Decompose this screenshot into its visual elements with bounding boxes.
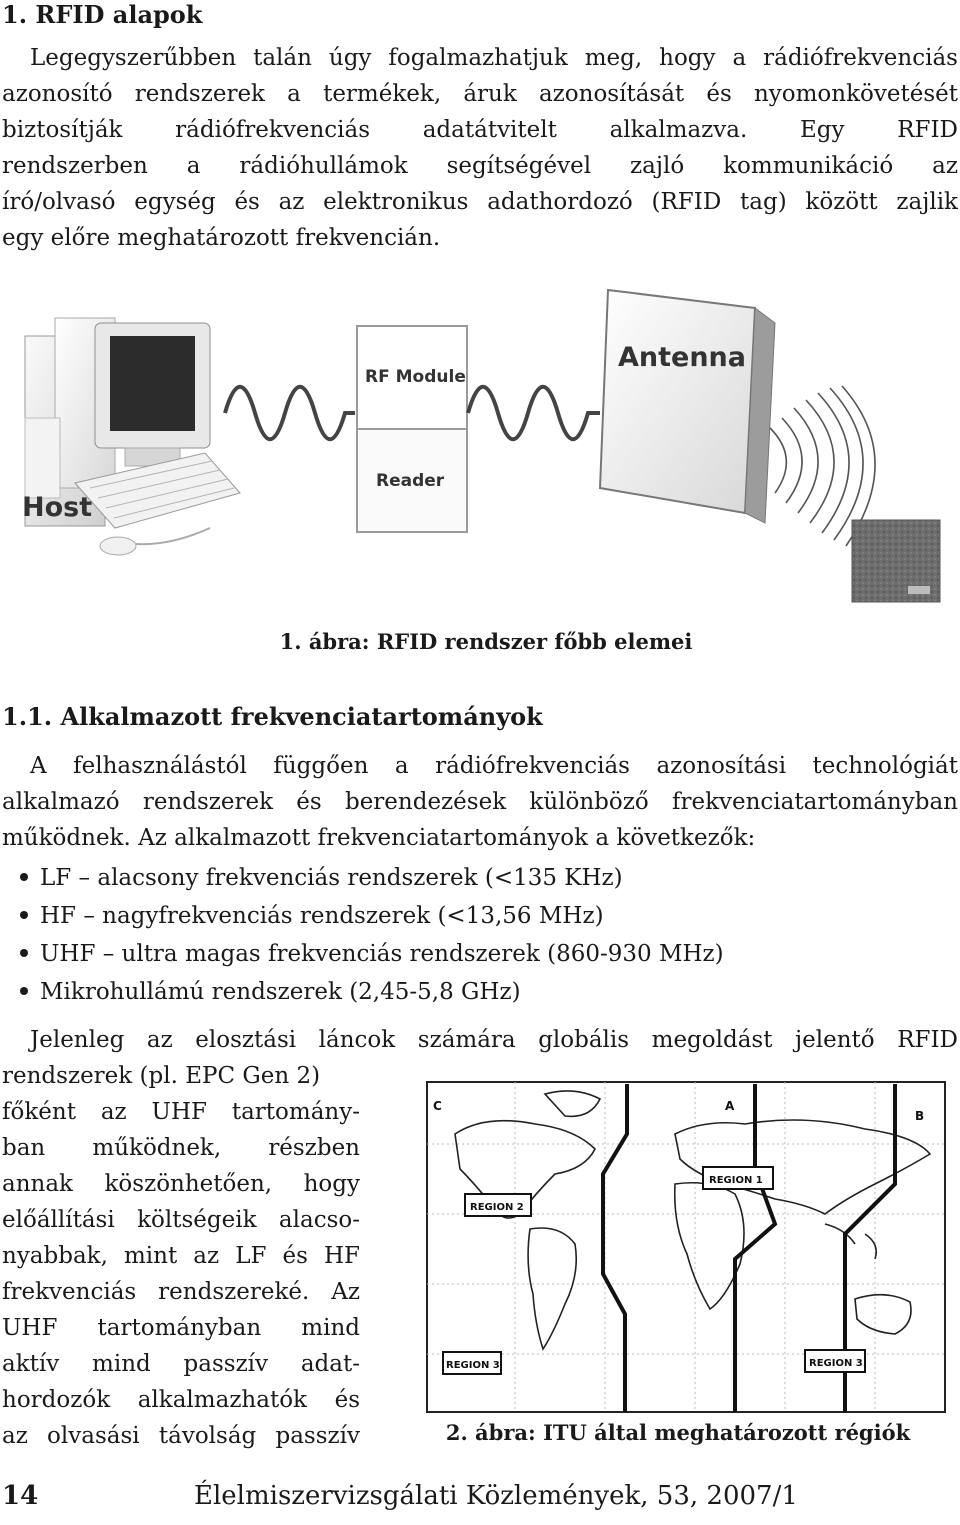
paragraph-line: frekvenciás rendszereké. Az bbox=[2, 1279, 360, 1305]
paragraph-line: annak köszönhetően, hogy bbox=[2, 1171, 360, 1197]
world-map-illustration: REGION 1 REGION 2 REGION 3 REGION 3 A B … bbox=[426, 1081, 946, 1413]
paragraph-line: nyabbak, mint az LF és HF bbox=[2, 1243, 360, 1269]
paragraph-line: az olvasási távolság passzív bbox=[2, 1423, 360, 1449]
wrapped-paragraph: rendszerek (pl. EPC Gen 2) főként az UHF… bbox=[2, 1058, 360, 1454]
zone-c-label: C bbox=[433, 1099, 442, 1113]
radio-emission-icon bbox=[769, 385, 876, 547]
page-number: 14 bbox=[2, 1481, 39, 1511]
paragraph-line: főként az UHF tartomány- bbox=[2, 1099, 360, 1125]
zone-b-label: B bbox=[915, 1109, 924, 1123]
host-computer bbox=[24, 317, 241, 556]
bullet-icon bbox=[20, 873, 28, 881]
rf-module-label: RF Module bbox=[365, 367, 466, 387]
rf-wave bbox=[223, 384, 355, 442]
rf-wave bbox=[466, 384, 600, 442]
region-2-label: REGION 2 bbox=[470, 1202, 524, 1213]
region-boundaries bbox=[601, 1084, 897, 1412]
paragraph-line: egy előre meghatározott frekvencián. bbox=[2, 225, 441, 251]
paragraph-full-line: Jelenleg az elosztási láncok számára glo… bbox=[2, 1022, 958, 1058]
frequency-paragraph: A felhasználástól függően a rádiófrekven… bbox=[2, 748, 958, 856]
region-3-label: REGION 3 bbox=[809, 1358, 863, 1369]
rfid-tag bbox=[851, 519, 941, 603]
paragraph-line: rendszerben a rádióhullámok segítségével… bbox=[2, 153, 958, 179]
list-item: Mikrohullámú rendszerek (2,45-5,8 GHz) bbox=[2, 973, 958, 1011]
section-heading: 1. RFID alapok bbox=[2, 0, 203, 29]
region-1-box bbox=[702, 1166, 774, 1190]
region-1-label: REGION 1 bbox=[709, 1175, 763, 1186]
region-3-right-box bbox=[804, 1349, 866, 1373]
paragraph-line: biztosítják rádiófrekvenciás adatátvitel… bbox=[2, 117, 958, 143]
antenna bbox=[598, 288, 776, 524]
subsection-heading: 1.1. Alkalmazott frekvenciatartományok bbox=[2, 702, 543, 731]
paragraph-line: működnek. Az alkalmazott frekvenciatarto… bbox=[2, 825, 756, 851]
paragraph-line: A felhasználástól függően a rádiófrekven… bbox=[30, 753, 958, 779]
region-3-label: REGION 3 bbox=[446, 1360, 500, 1371]
rfid-system-illustration: Host RF Module Reader Antenna bbox=[22, 288, 941, 603]
itu-regions-map: REGION 1 REGION 2 REGION 3 REGION 3 A B … bbox=[425, 1074, 947, 1416]
paragraph-line: rendszerek (pl. EPC Gen 2) bbox=[2, 1063, 321, 1089]
bullet-icon bbox=[20, 987, 28, 995]
paragraph-line: alkalmazó rendszerek és berendezések kül… bbox=[2, 789, 958, 815]
figure1-caption: 1. ábra: RFID rendszer főbb elemei bbox=[279, 629, 693, 654]
reader-label: Reader bbox=[376, 471, 445, 491]
zone-a-label: A bbox=[725, 1099, 735, 1113]
intro-paragraph: Legegyszerűbben talán úgy fogalmazhatjuk… bbox=[2, 40, 958, 256]
bullet-icon bbox=[20, 949, 28, 957]
list-item: LF – alacsony frekvenciás rendszerek (<1… bbox=[2, 859, 958, 897]
list-item: HF – nagyfrekvenciás rendszerek (<13,56 … bbox=[2, 897, 958, 935]
list-item: UHF – ultra magas frekvenciás rendszerek… bbox=[2, 935, 958, 973]
bullet-icon bbox=[20, 911, 28, 919]
rfid-system-figure: Host RF Module Reader Antenna bbox=[0, 278, 960, 618]
journal-title: Élelmiszervizsgálati Közlemények, 53, 20… bbox=[194, 1481, 798, 1511]
paragraph-line: Legegyszerűbben talán úgy fogalmazhatjuk… bbox=[30, 45, 958, 71]
region-3-left-box bbox=[442, 1351, 502, 1375]
paragraph-line: hordozók alkalmazhatók és bbox=[2, 1387, 360, 1413]
figure2-caption: 2. ábra: ITU által meghatározott régiók bbox=[445, 1420, 911, 1445]
paragraph-line: író/olvasó egység és az elektronikus ada… bbox=[2, 189, 958, 215]
paragraph-line: UHF tartományban mind bbox=[2, 1315, 360, 1341]
region-2-box bbox=[464, 1193, 532, 1217]
paragraph-line: ban működnek, részben bbox=[2, 1135, 360, 1161]
host-label: Host bbox=[22, 492, 92, 523]
rf-module-reader bbox=[356, 325, 468, 533]
paragraph-line: előállítási költségeik alacso- bbox=[2, 1207, 360, 1233]
paragraph-line: azonosító rendszerek a termékek, áruk az… bbox=[2, 81, 958, 107]
paragraph-line: Jelenleg az elosztási láncok számára glo… bbox=[30, 1027, 958, 1053]
frequency-list: LF – alacsony frekvenciás rendszerek (<1… bbox=[2, 859, 958, 1011]
antenna-label: Antenna bbox=[618, 342, 746, 373]
paragraph-line: aktív mind passzív adat- bbox=[2, 1351, 360, 1377]
